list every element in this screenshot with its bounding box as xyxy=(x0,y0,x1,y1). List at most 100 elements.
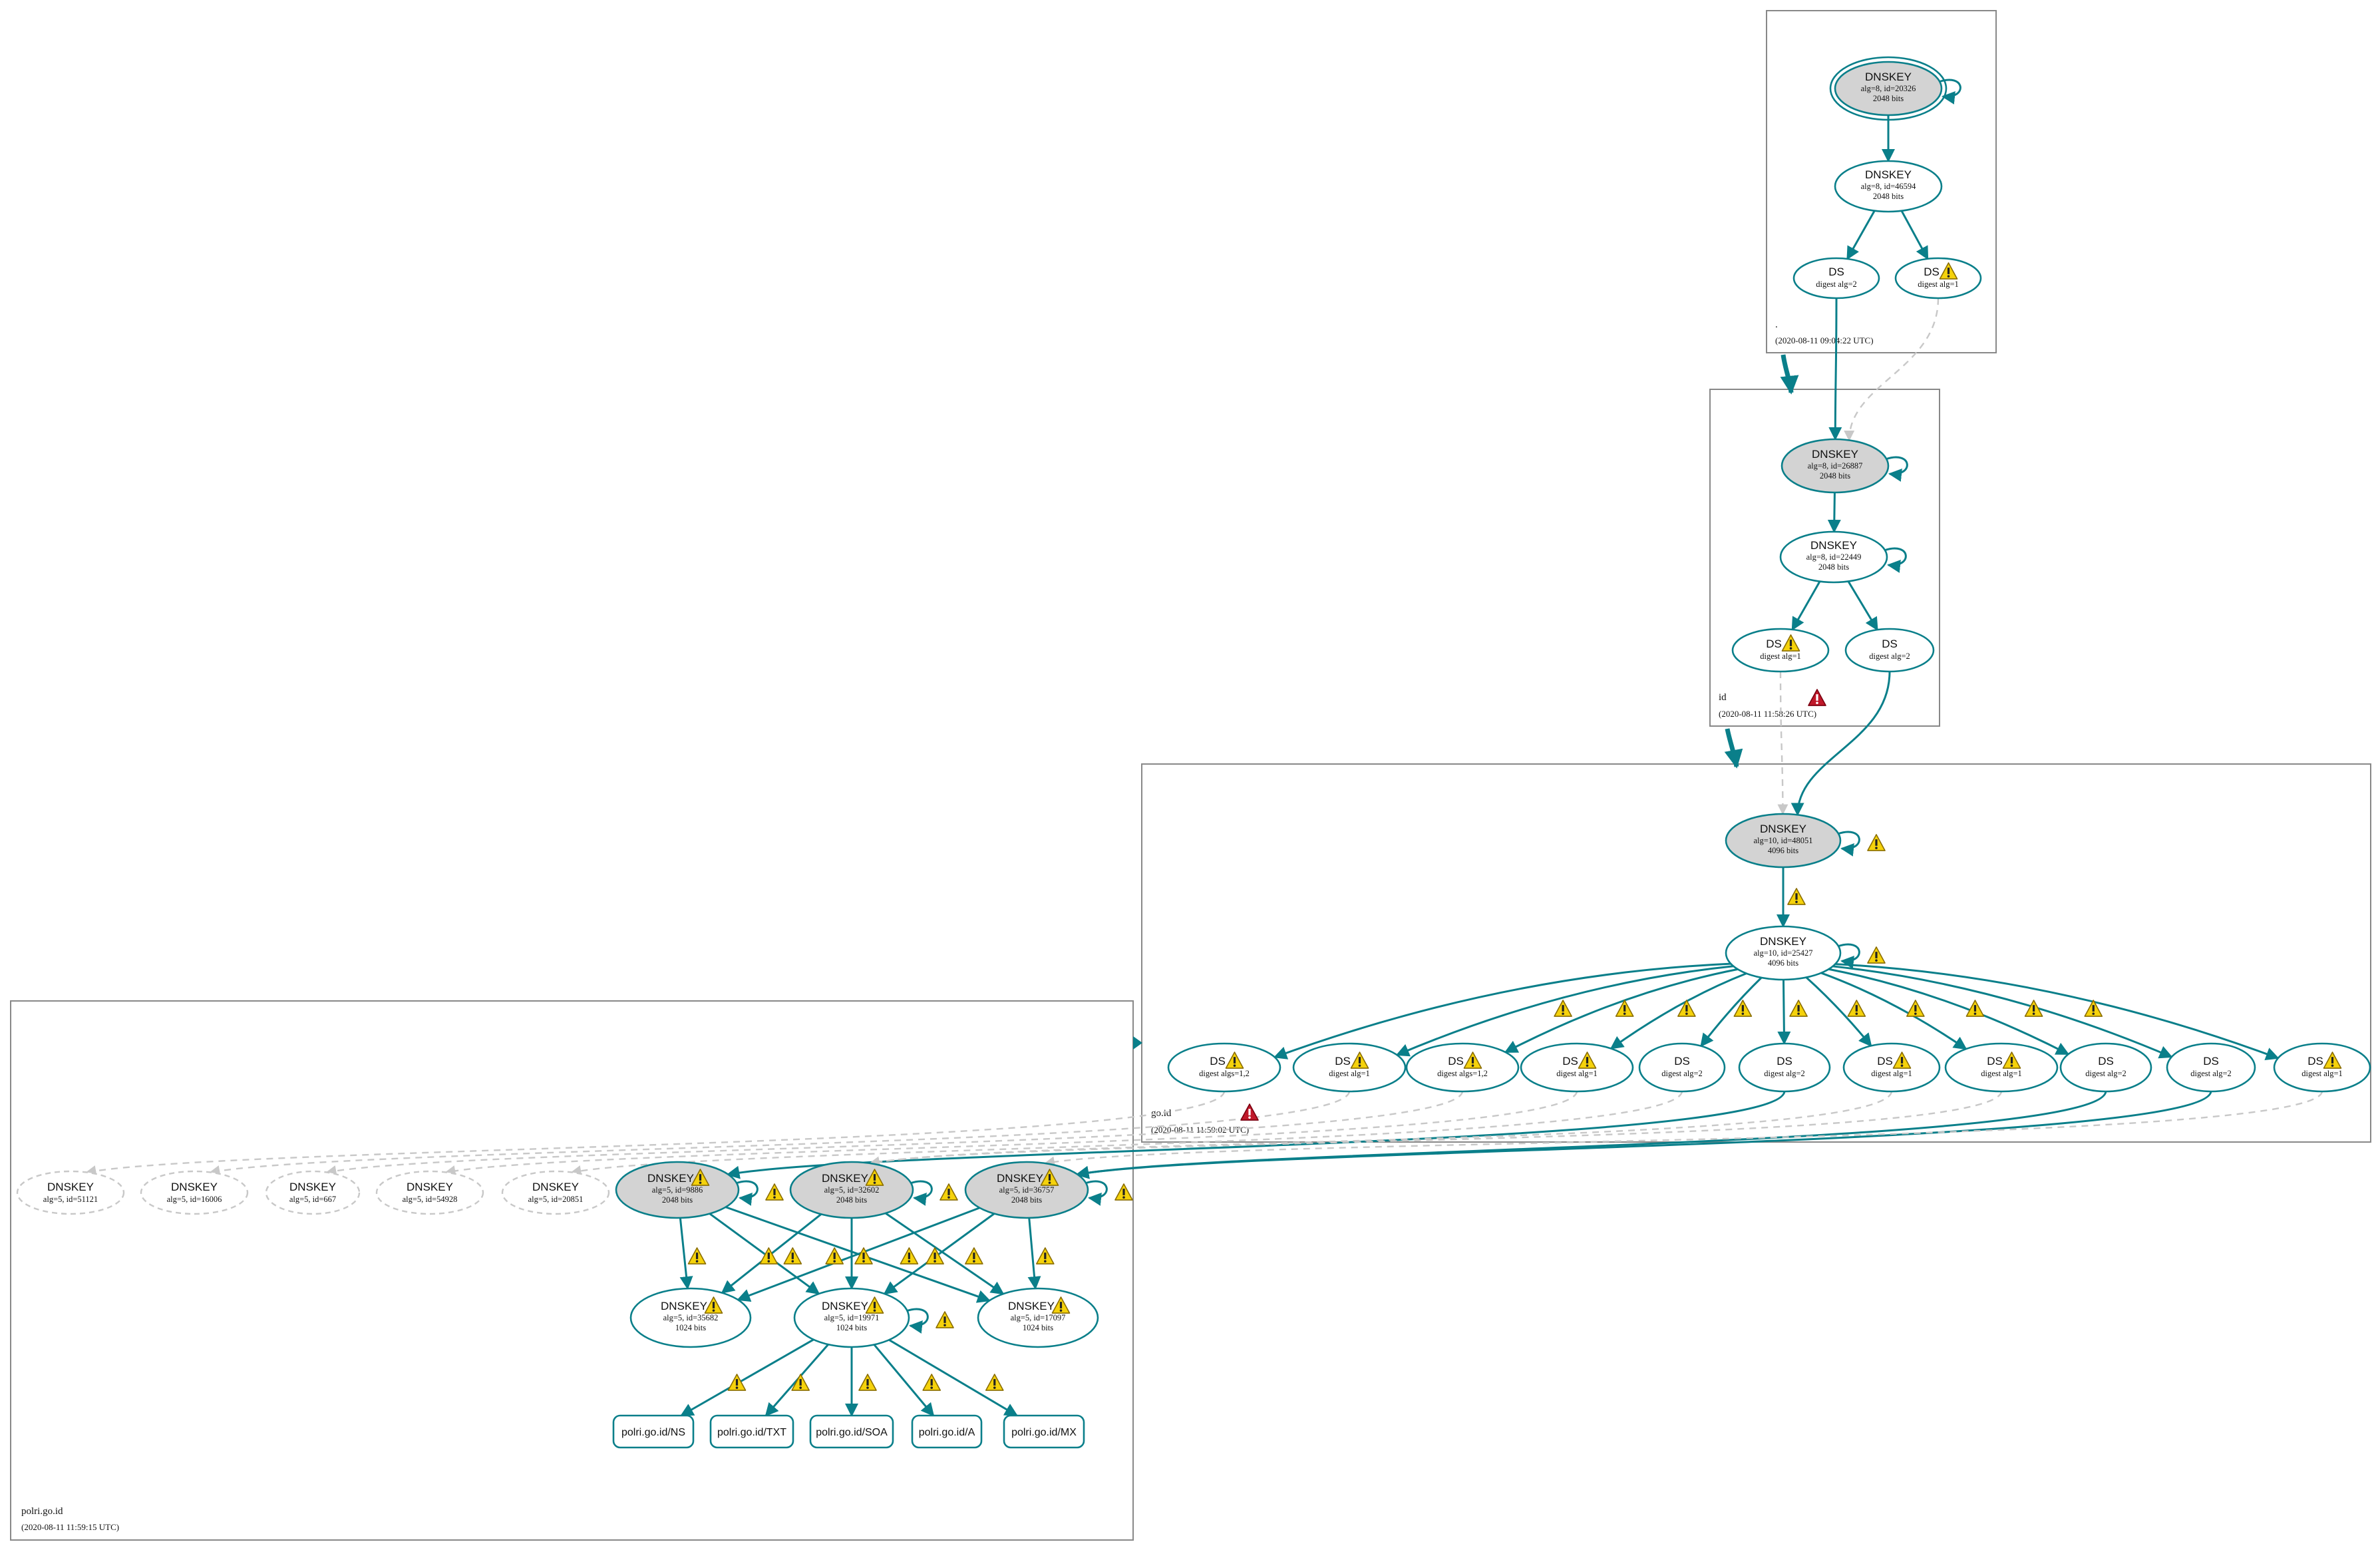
secure-edge-i_ds2-g_ksk xyxy=(1790,671,1891,817)
secure-edge-p_k3-p_z2 xyxy=(883,1213,995,1295)
edge-warning-icon xyxy=(2024,1000,2043,1017)
error-icon xyxy=(1240,1103,1259,1121)
node-detail: digest alg=1 xyxy=(1556,1069,1598,1078)
node-key-size: 1024 bits xyxy=(675,1323,706,1332)
zone-polri-cluster: polri.go.id(2020-08-11 11:59:15 UTC) xyxy=(10,1000,1134,1541)
rrset-label: polri.go.id/TXT xyxy=(717,1427,786,1438)
node-title: DNSKEY xyxy=(47,1181,94,1193)
node-warning-icon xyxy=(1051,1296,1071,1314)
secure-edge-g_zsk-g_ds4 xyxy=(1610,972,1747,1050)
rrset-node-rr_txt[interactable]: polri.go.id/TXT xyxy=(709,1414,794,1449)
node-detail: alg=5, id=667 xyxy=(289,1195,336,1204)
node-ellipse xyxy=(1167,1042,1281,1093)
node-warning-icon xyxy=(1463,1052,1482,1069)
secure-edge-r_ds2-i_ksk xyxy=(1828,297,1842,441)
dnskey-node-p_dk3[interactable]: DNSKEY alg=5, id=667 xyxy=(265,1170,361,1215)
edge-warning-icon xyxy=(791,1374,810,1391)
node-ellipse xyxy=(1405,1042,1520,1093)
node-key-size: 1024 bits xyxy=(836,1323,867,1332)
node-ellipse xyxy=(1520,1042,1634,1093)
edge-warning-icon xyxy=(2084,1000,2103,1017)
self-signature-loop xyxy=(910,1180,933,1206)
node-warning-icon xyxy=(2323,1052,2342,1069)
node-ellipse xyxy=(265,1170,361,1215)
node-title: DNSKEY xyxy=(1865,71,1912,83)
delegation-arrow xyxy=(1133,1036,1142,1050)
self-signature-warning-icon xyxy=(1867,946,1886,964)
edge-warning-icon xyxy=(1677,1000,1696,1017)
rrset-box xyxy=(809,1414,894,1449)
edge-warning-icon xyxy=(900,1247,919,1264)
node-detail: alg=8, id=20326 xyxy=(1861,84,1916,93)
node-ellipse xyxy=(2273,1042,2371,1093)
node-title: DS xyxy=(1877,1055,1893,1067)
rrset-node-rr_mx[interactable]: polri.go.id/MX xyxy=(1003,1414,1085,1449)
error-icon xyxy=(1808,689,1826,706)
edge-warning-icon xyxy=(1789,1000,1808,1017)
self-signature-warning-icon xyxy=(1114,1183,1133,1201)
rrset-box xyxy=(911,1414,983,1449)
node-title: DNSKEY xyxy=(822,1300,868,1312)
node-ellipse xyxy=(1834,160,1943,213)
node-ellipse xyxy=(2059,1042,2152,1093)
zone-name: polri.go.id xyxy=(21,1506,63,1517)
icon-layer xyxy=(687,262,2342,1391)
node-title: DNSKEY xyxy=(661,1300,707,1312)
node-warning-icon xyxy=(1939,262,1958,280)
node-key-size: 2048 bits xyxy=(1873,192,1904,201)
rrset-node-rr_soa[interactable]: polri.go.id/SOA xyxy=(809,1414,894,1449)
edge-warning-icon xyxy=(965,1247,983,1264)
node-title: DS xyxy=(1766,638,1782,650)
node-ellipse xyxy=(1292,1042,1407,1093)
insecure-edge-r_ds1-i_ksk xyxy=(1844,297,1940,442)
node-title: DNSKEY xyxy=(289,1181,336,1193)
node-ellipse xyxy=(977,1287,1099,1348)
node-key-size: 4096 bits xyxy=(1768,958,1798,968)
insecure-edge-i_ds1-g_ksk xyxy=(1777,671,1788,815)
edge-warning-icon xyxy=(825,1247,844,1264)
self-signature-loop xyxy=(1884,547,1907,573)
secure-edge-g_ds10-p_k3 xyxy=(1075,1091,2212,1179)
insecure-edge-g_ds11-p_k3 xyxy=(1044,1091,2323,1167)
rrset-node-rr_ns[interactable]: polri.go.id/NS xyxy=(612,1414,695,1449)
node-ellipse xyxy=(629,1287,752,1348)
edge-warning-icon xyxy=(783,1247,802,1264)
node-title: DS xyxy=(1674,1055,1690,1067)
node-title: DS xyxy=(1924,266,1940,278)
secure-edge-r_zsk-r_ds2 xyxy=(1846,210,1876,260)
self-signature-loop xyxy=(735,1180,759,1206)
rrset-node-rr_a[interactable]: polri.go.id/A xyxy=(911,1414,983,1449)
secure-edge-r_zsk-r_ds1 xyxy=(1900,210,1929,260)
